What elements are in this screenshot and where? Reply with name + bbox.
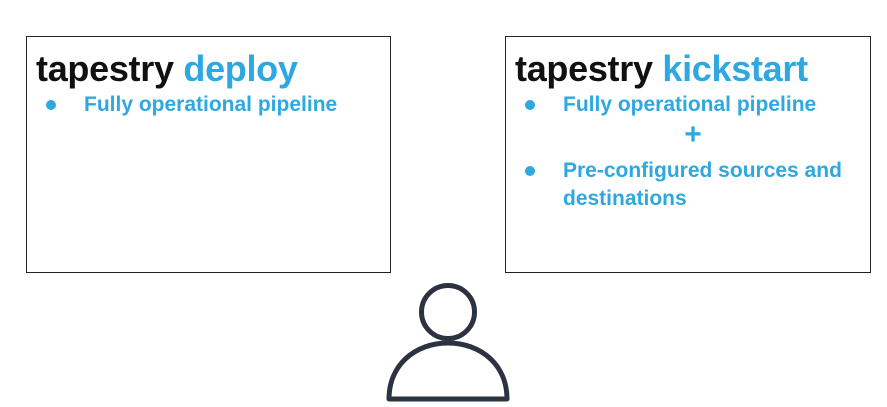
deploy-card-title: tapestry deploy [36,47,298,91]
person-body [386,340,510,402]
deploy-title-product: deploy [183,48,298,89]
bullet-dot-icon [525,100,535,110]
kickstart-title-brand: tapestry [515,48,653,89]
bullet-dot-icon [46,100,56,110]
kickstart-feature-text-1: Fully operational pipeline [563,93,817,116]
deploy-feature-item: Fully operational pipeline [27,91,390,119]
deploy-card: tapestry deploy Fully operational pipeli… [26,36,391,273]
kickstart-feature-list: Fully operational pipeline + Pre-configu… [506,91,870,213]
kickstart-feature-item: Pre-configured sources and destinations [506,157,870,213]
plus-connector: + [684,118,702,151]
kickstart-card: tapestry kickstart Fully operational pip… [505,36,871,273]
kickstart-title-product: kickstart [662,48,808,89]
deploy-title-brand: tapestry [36,48,174,89]
person-head [419,283,477,341]
deploy-feature-text: Fully operational pipeline [84,93,338,116]
kickstart-feature-item: Fully operational pipeline [506,91,870,119]
person-icon [386,283,510,402]
kickstart-card-title: tapestry kickstart [515,47,808,91]
deploy-feature-list: Fully operational pipeline [27,91,390,119]
kickstart-feature-text-2: Pre-configured sources and destinations [563,159,842,210]
bullet-dot-icon [525,166,535,176]
